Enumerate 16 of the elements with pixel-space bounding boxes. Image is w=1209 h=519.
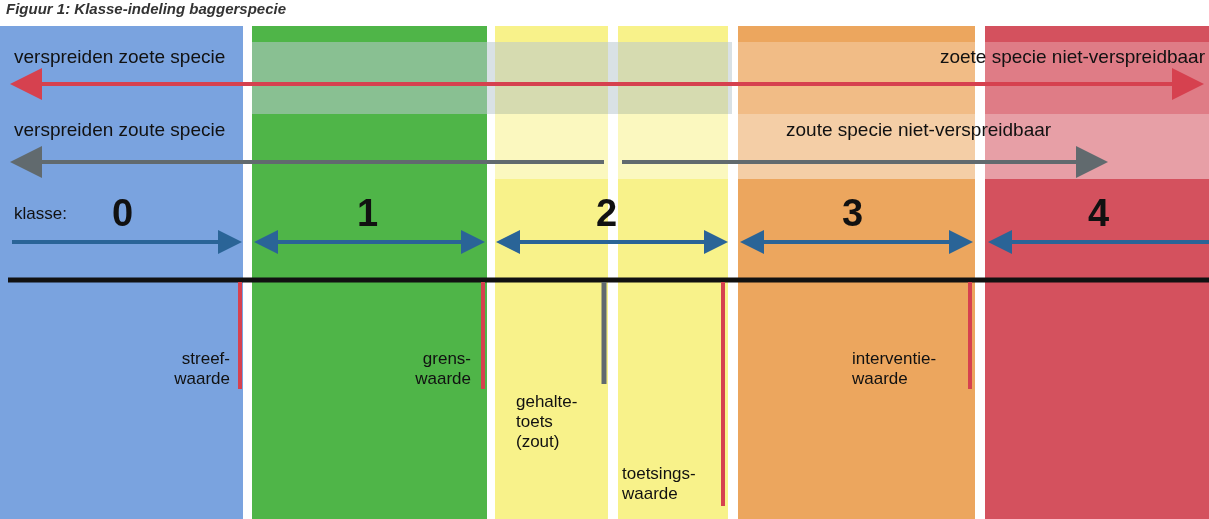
threshold-label: gehalte- toets (zout) xyxy=(516,392,579,452)
range-label: verspreiden zoute specie xyxy=(14,119,226,141)
threshold-label: grens- waarde xyxy=(414,349,471,389)
threshold-label: streef- waarde xyxy=(173,349,230,389)
axis-label: klasse: xyxy=(14,204,67,224)
class-number: 4 xyxy=(1088,192,1110,235)
range-label: verspreiden zoete specie xyxy=(14,46,226,68)
class-number: 3 xyxy=(842,192,864,235)
range-label: zoute specie niet-verspreidbaar xyxy=(786,119,1052,141)
class-number: 0 xyxy=(112,192,134,235)
class-number: 2 xyxy=(596,192,618,235)
threshold-label: toetsings- waarde xyxy=(622,464,697,504)
class-number: 1 xyxy=(357,192,379,235)
figure-title: Figuur 1: Klasse-indeling baggerspecie xyxy=(6,0,287,17)
threshold-label: interventie- waarde xyxy=(852,349,938,389)
range-label: zoete specie niet-verspreidbaar xyxy=(939,46,1205,68)
